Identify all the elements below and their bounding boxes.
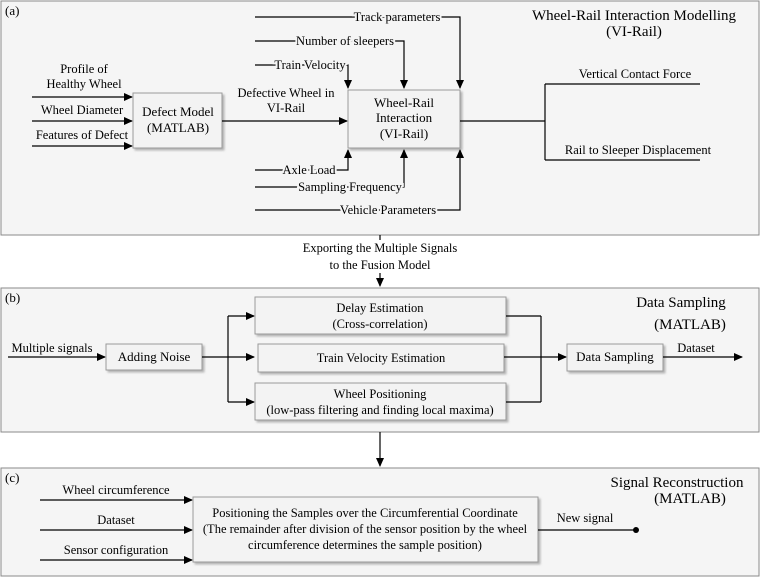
- panel-b: (b) Data Sampling (MATLAB) Multiple sign…: [0, 287, 760, 433]
- label-defective-wheel-1: Defective Wheel in: [238, 86, 336, 100]
- wheel-rail-interaction-box: [347, 89, 461, 149]
- label-dataset-input: Dataset: [97, 513, 135, 527]
- label-sampling-frequency: Sampling Frequency: [298, 180, 403, 194]
- panel-a-label: (a): [5, 3, 19, 18]
- label-profile-1: Profile of: [60, 62, 108, 76]
- label-wheel-diameter: Wheel Diameter: [41, 103, 124, 117]
- arrow-sampling-frequency: [255, 149, 408, 188]
- wheel-positioning-label: Wheel Positioning: [334, 387, 427, 401]
- arrow-vehicle-parameters: [255, 149, 464, 211]
- label-defective-wheel-2: VI-Rail: [267, 101, 306, 115]
- label-new-signal: New signal: [557, 511, 614, 525]
- velocity-estimation-box: [257, 343, 505, 373]
- panel-c-subtitle: (MATLAB): [654, 491, 726, 507]
- positioning-samples-box: [192, 496, 539, 563]
- label-rail-to-sleeper: Rail to Sleeper Displacement: [565, 143, 712, 157]
- label-features-of-defect: Features of Defect: [36, 128, 129, 142]
- label-profile-2: Healthy Wheel: [46, 77, 122, 91]
- label-dataset-output: Dataset: [677, 341, 715, 355]
- label-axle-load: Axle Load: [282, 163, 336, 177]
- panel-a-subtitle: (VI-Rail): [606, 24, 662, 40]
- wri-label-3: (VI-Rail): [380, 126, 428, 141]
- panel-c-title: Signal Reconstruction: [611, 475, 744, 491]
- positioning-samples-desc-2: circumference determines the sample posi…: [248, 538, 482, 552]
- panel-b-subtitle: (MATLAB): [654, 317, 726, 333]
- wri-label-1: Wheel-Rail: [374, 95, 434, 110]
- data-sampling-label: Data Sampling: [576, 349, 654, 364]
- panel-a-title: Wheel-Rail Interaction Modelling: [532, 8, 737, 24]
- defect-model-box: [132, 92, 223, 149]
- label-number-of-sleepers: Number of sleepers: [296, 34, 394, 48]
- delay-estimation-method: (Cross-correlation): [332, 317, 427, 331]
- panel-b-title: Data Sampling: [636, 295, 726, 311]
- arrow-axle-load: [255, 149, 352, 171]
- defect-model-tool: (MATLAB): [147, 120, 209, 135]
- label-multiple-signals: Multiple signals: [12, 341, 93, 355]
- data-sampling-box: [566, 343, 664, 372]
- export-label-1: Exporting the Multiple Signals: [303, 241, 458, 255]
- arrow-number-of-sleepers: [255, 40, 408, 89]
- new-signal-endpoint: [633, 527, 639, 533]
- wheel-positioning-box: [254, 382, 507, 421]
- label-wheel-circumference: Wheel circumference: [62, 483, 170, 497]
- panel-c: (c) Signal Reconstruction (MATLAB) Wheel…: [0, 467, 760, 577]
- label-sensor-configuration: Sensor configuration: [64, 543, 169, 557]
- label-track-parameters: Track parameters: [354, 10, 441, 24]
- delay-estimation-label: Delay Estimation: [336, 301, 424, 315]
- defect-model-label: Defect Model: [142, 104, 214, 119]
- velocity-estimation-label: Train Velocity Estimation: [317, 351, 446, 365]
- label-vehicle-parameters: Vehicle Parameters: [340, 203, 436, 217]
- panel-c-label: (c): [5, 470, 19, 485]
- delay-estimation-box: [254, 296, 507, 335]
- label-vertical-contact-force: Vertical Contact Force: [579, 67, 692, 81]
- panel-b-label: (b): [5, 290, 20, 305]
- positioning-samples-desc-1: (The remainder after division of the sen…: [203, 522, 528, 536]
- wheel-positioning-method: (low-pass filtering and finding local ma…: [266, 403, 493, 417]
- wri-label-2: Interaction: [376, 110, 433, 125]
- positioning-samples-title: Positioning the Samples over the Circumf…: [212, 506, 518, 520]
- export-label-2: to the Fusion Model: [329, 258, 431, 272]
- arrow-track-parameters: [255, 16, 464, 89]
- panel-a: (a) Wheel-Rail Interaction Modelling (VI…: [0, 0, 760, 236]
- adding-noise-label: Adding Noise: [118, 349, 191, 364]
- label-train-velocity: Train Velocity: [274, 58, 346, 72]
- arrow-train-velocity: [255, 64, 352, 89]
